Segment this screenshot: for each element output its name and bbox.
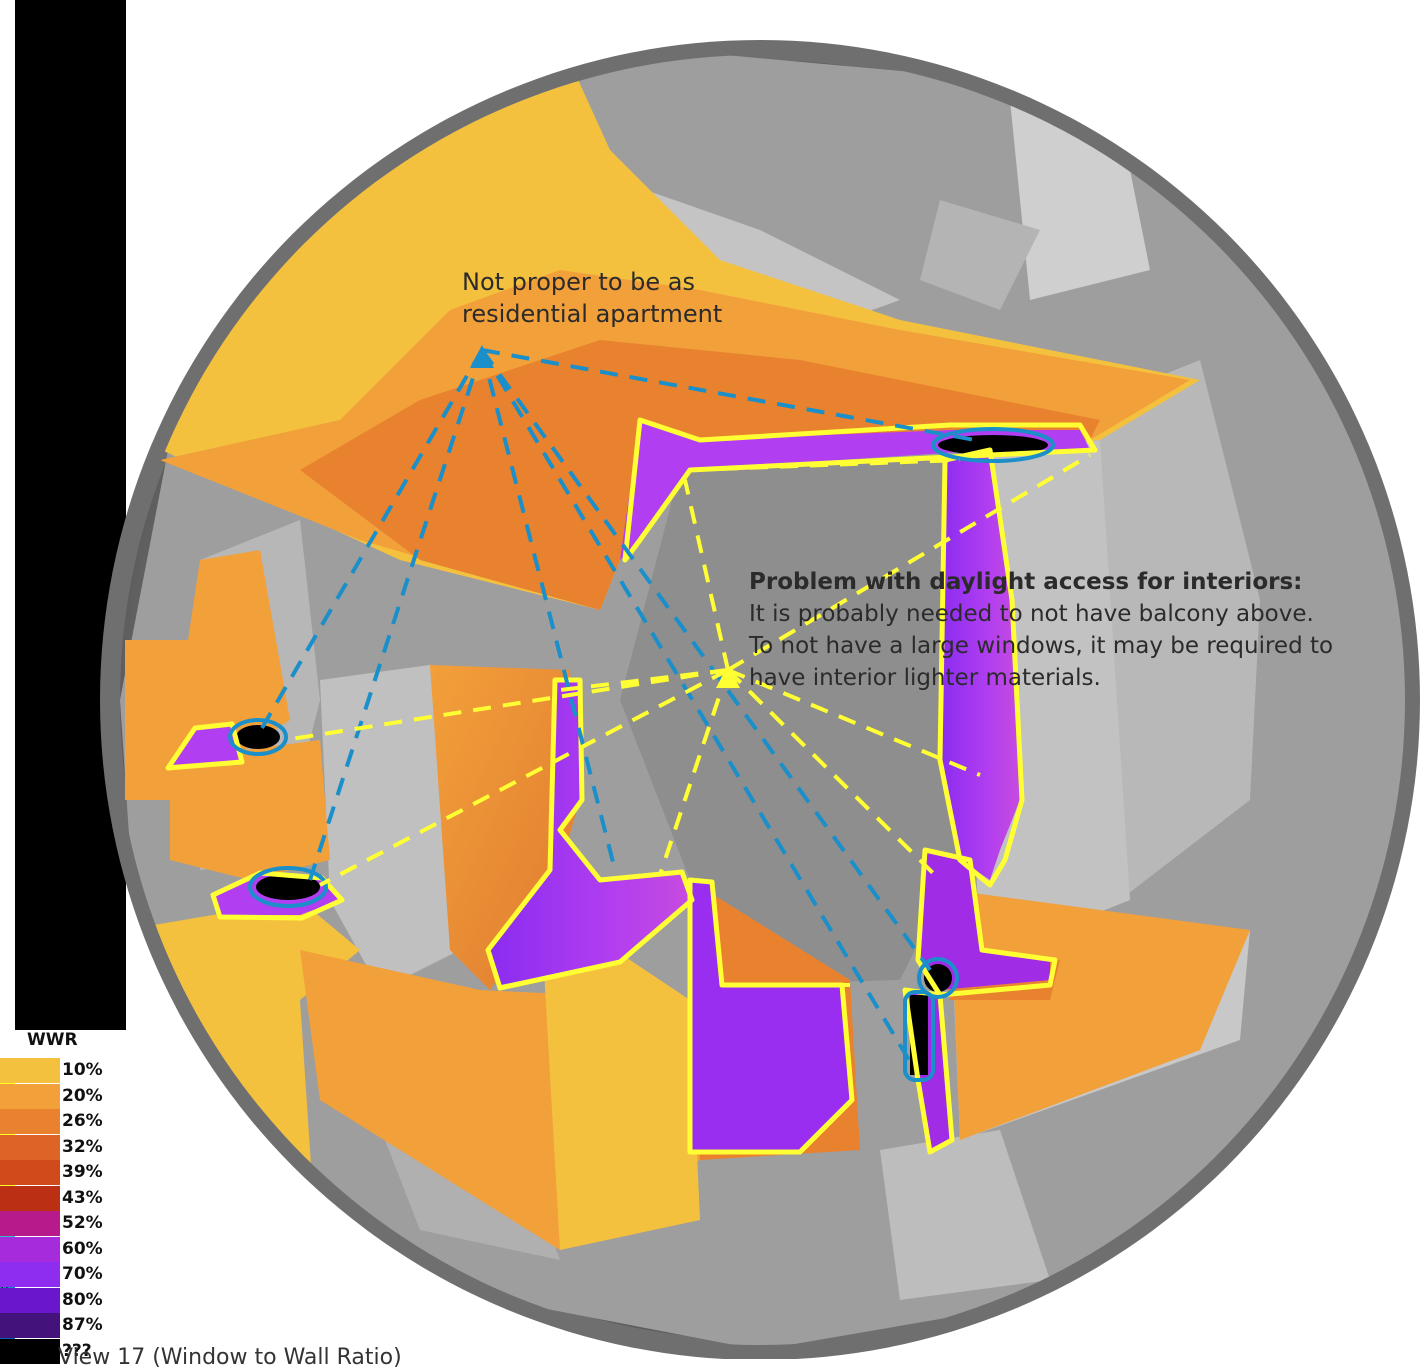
blue-outlines	[228, 427, 1055, 1082]
legend-row: 87%	[0, 1313, 126, 1338]
annotation-line: It is probably needed to not have balcon…	[749, 601, 1314, 627]
legend-label: 60%	[60, 1236, 126, 1262]
legend-row: 39%	[0, 1160, 126, 1185]
legend-label: 80%	[60, 1287, 126, 1313]
legend-label: 39%	[60, 1160, 126, 1185]
annotation-line: have interior lighter materials.	[749, 665, 1101, 691]
legend-row: 20%	[0, 1083, 126, 1109]
high-wwr-areas	[170, 420, 1090, 1150]
annotation-line: Not proper to be as	[462, 268, 695, 296]
left-black-bar	[15, 0, 126, 1030]
annotation-line: To not have a large windows, it may be r…	[749, 633, 1334, 659]
legend-row: 32%	[0, 1134, 126, 1160]
yellow-dashed-lines	[284, 453, 1092, 987]
legend-swatch	[0, 1211, 60, 1236]
legend-row: 10%	[0, 1058, 126, 1083]
annotation-line: residential apartment	[462, 300, 723, 328]
legend-swatch	[0, 1109, 60, 1134]
legend-swatch	[0, 1338, 60, 1364]
legend-label: 87%	[60, 1313, 126, 1338]
legend-swatch	[0, 1236, 60, 1262]
legend-swatch	[0, 1160, 60, 1185]
legend-row: 80%	[0, 1287, 126, 1313]
legend-label: 43%	[60, 1185, 126, 1211]
legend-swatch	[0, 1083, 60, 1109]
legend-label: 32%	[60, 1134, 126, 1160]
legend-swatch	[0, 1313, 60, 1338]
blue-dashed-lines	[260, 348, 976, 1072]
legend-swatch	[0, 1262, 60, 1287]
legend-title: WWR	[27, 1030, 78, 1050]
legend-swatch	[0, 1058, 60, 1083]
legend-label: 10%	[60, 1058, 126, 1083]
legend-swatch	[0, 1134, 60, 1160]
legend-row: 43%	[0, 1185, 126, 1211]
arrow-heads	[470, 345, 740, 688]
annotation-not-proper: Not proper to be as residential apartmen…	[462, 266, 722, 330]
annotation-problem: Problem with daylight access for interio…	[749, 566, 1419, 694]
caption: View 17 (Window to Wall Ratio)	[58, 1345, 402, 1370]
legend-row: 26%	[0, 1109, 126, 1134]
legend-label: 70%	[60, 1262, 126, 1287]
legend-row: 70%	[0, 1262, 126, 1287]
legend-label: 20%	[60, 1083, 126, 1109]
legend-swatch	[0, 1185, 60, 1211]
legend-row: 52%	[0, 1211, 126, 1236]
legend-label: 26%	[60, 1109, 126, 1134]
legend-swatch	[0, 1287, 60, 1313]
legend-row: 60%	[0, 1236, 126, 1262]
annotation-heading: Problem with daylight access for interio…	[749, 569, 1303, 595]
legend-label: 52%	[60, 1211, 126, 1236]
facade-panels	[125, 55, 1250, 1300]
